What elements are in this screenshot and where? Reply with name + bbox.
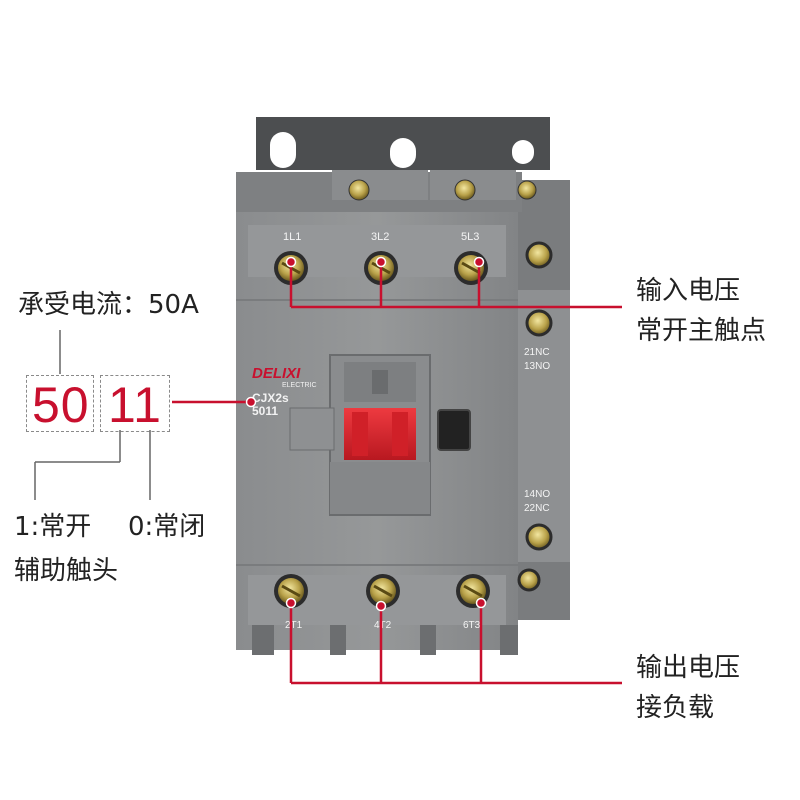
- aux-label-13no: 13NO: [524, 361, 550, 372]
- terminal-label-1l1: 1L1: [283, 231, 301, 243]
- code-leader-lines: [34, 330, 151, 500]
- current-rating-label: 承受电流：50A: [18, 290, 199, 320]
- code-aux-box: [100, 375, 170, 432]
- terminal-label-5l3: 5L3: [461, 231, 479, 243]
- code-current: 50: [32, 377, 90, 433]
- terminal-label-4t2: 4T2: [374, 620, 392, 631]
- mounting-bracket: [256, 117, 550, 170]
- rear-screw-icon: [517, 180, 537, 200]
- input-label-line1: 输入电压: [636, 276, 741, 306]
- brand-sub: ELECTRIC: [282, 382, 317, 389]
- rear-screw-icon: [348, 179, 370, 201]
- output-label-line2: 接负载: [636, 693, 715, 723]
- aux-screw-icon: [525, 309, 553, 337]
- aux-no-label: 1:常开: [14, 512, 92, 542]
- model-name: CJX2s: [252, 391, 289, 405]
- aux-screw-icon: [525, 241, 553, 269]
- terminal-label-3l2: 3L2: [371, 231, 389, 243]
- callout-lines: [172, 262, 622, 685]
- aux-nc-label: 0:常闭: [128, 512, 206, 542]
- code-current-box: [26, 375, 94, 432]
- callout-dots: [245, 256, 487, 612]
- input-label-line2: 常开主触点: [636, 316, 767, 346]
- rear-screw-icon: [454, 179, 476, 201]
- brand-logo: DELIXI: [252, 365, 301, 382]
- terminal-label-6t3: 6T3: [463, 620, 481, 631]
- model-code: 5011: [252, 404, 278, 418]
- aux-label-22nc: 22NC: [524, 503, 550, 514]
- indicator-window: [437, 409, 471, 451]
- aux-label-21nc: 21NC: [524, 347, 550, 358]
- aux-screw-icon: [517, 568, 541, 592]
- aux-screw-icon: [525, 523, 553, 551]
- code-aux: 11: [108, 377, 162, 433]
- bottom-terminals: [274, 574, 490, 608]
- terminal-label-2t1: 2T1: [285, 620, 303, 631]
- aux-contacts-label: 辅助触头: [14, 556, 119, 586]
- actuator: [289, 354, 471, 516]
- aux-label-14no: 14NO: [524, 489, 550, 500]
- output-label-line1: 输出电压: [636, 653, 741, 683]
